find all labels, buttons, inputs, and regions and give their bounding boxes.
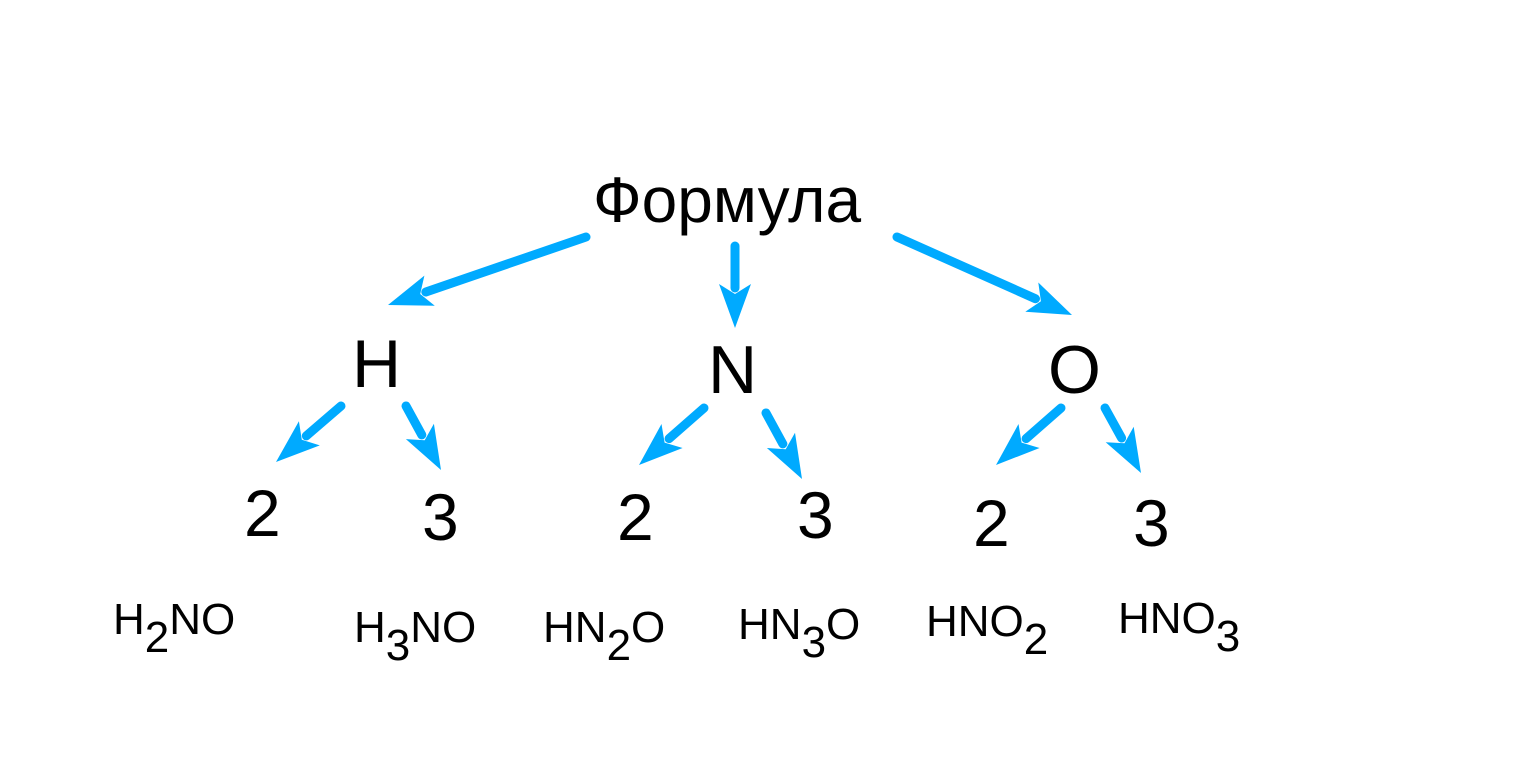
formula-hn2o-subscript: 2 [606, 621, 632, 671]
arrow-h-to-3-shaft [401, 401, 427, 440]
formula-hn2o-part: O [631, 603, 666, 652]
arrow-o-to-2-shaft [1021, 403, 1066, 444]
formula-hno3: HNO3 [1118, 594, 1240, 659]
formula-hn3o: HN3O [738, 600, 861, 665]
arrow-root-to-n-head [719, 284, 751, 328]
arrow-o-to-2-head [996, 424, 1040, 465]
formula-h3no: H3NO [354, 603, 477, 668]
arrow-root-to-n [719, 241, 751, 328]
arrow-o-to-3-shaft [1100, 403, 1127, 443]
arrow-h-to-2 [276, 401, 346, 462]
formula-hn3o-part: HN [738, 600, 802, 649]
arrow-n-to-2-shaft [664, 403, 709, 444]
formula-h2no-subscript: 2 [144, 613, 170, 663]
formula-h2no: H2NO [113, 595, 236, 660]
arrow-h-to-3-head [405, 423, 441, 470]
arrow-n-to-2 [639, 403, 709, 465]
arrow-root-to-o [892, 232, 1072, 315]
count-node-n-3: 3 [797, 478, 834, 552]
formula-hn3o-subscript: 3 [801, 618, 827, 668]
arrow-root-to-o-head [1025, 282, 1072, 315]
arrow-n-to-3-shaft [761, 408, 788, 449]
formula-h2no-part: H [113, 595, 145, 644]
formula-h3no-part: NO [410, 603, 477, 652]
formula-h3no-subscript: 3 [385, 621, 411, 671]
arrow-o-to-2 [996, 403, 1066, 465]
formula-hno2: HNO2 [926, 597, 1048, 662]
formula-hn2o-part: HN [543, 603, 607, 652]
arrow-o-to-3 [1100, 403, 1141, 473]
arrow-root-to-o-shaft [892, 232, 1040, 304]
element-node-n: N [708, 332, 758, 408]
arrow-n-to-3 [761, 408, 802, 479]
formula-hno3-part: HNO [1118, 594, 1216, 643]
arrow-h-to-2-head [276, 421, 320, 462]
arrow-h-to-2-shaft [301, 401, 346, 441]
formula-hno3-subscript: 3 [1215, 612, 1241, 662]
arrow-root-to-h [388, 232, 591, 306]
count-node-n-2: 2 [617, 480, 654, 554]
formula-hno2-subscript: 2 [1023, 615, 1049, 665]
arrow-root-to-h-head [388, 275, 435, 306]
count-node-o-2: 2 [973, 486, 1010, 560]
element-node-h: H [352, 326, 402, 402]
formula-hno2-part: HNO [926, 597, 1024, 646]
count-node-h-2: 2 [244, 476, 281, 550]
arrow-o-to-3-head [1105, 426, 1141, 473]
arrow-root-to-h-shaft [421, 232, 591, 297]
count-node-h-3: 3 [422, 480, 459, 554]
root-node-label: Формула [593, 164, 862, 236]
arrow-n-to-2-head [639, 424, 683, 465]
formula-hn2o: HN2O [543, 603, 666, 668]
formula-h3no-part: H [354, 603, 386, 652]
count-node-o-3: 3 [1133, 486, 1170, 560]
arrow-h-to-3 [401, 401, 441, 470]
arrow-n-to-3-head [766, 432, 802, 479]
formula-hn3o-part: O [826, 600, 861, 649]
formula-h2no-part: NO [169, 595, 236, 644]
element-node-o: O [1048, 332, 1101, 408]
